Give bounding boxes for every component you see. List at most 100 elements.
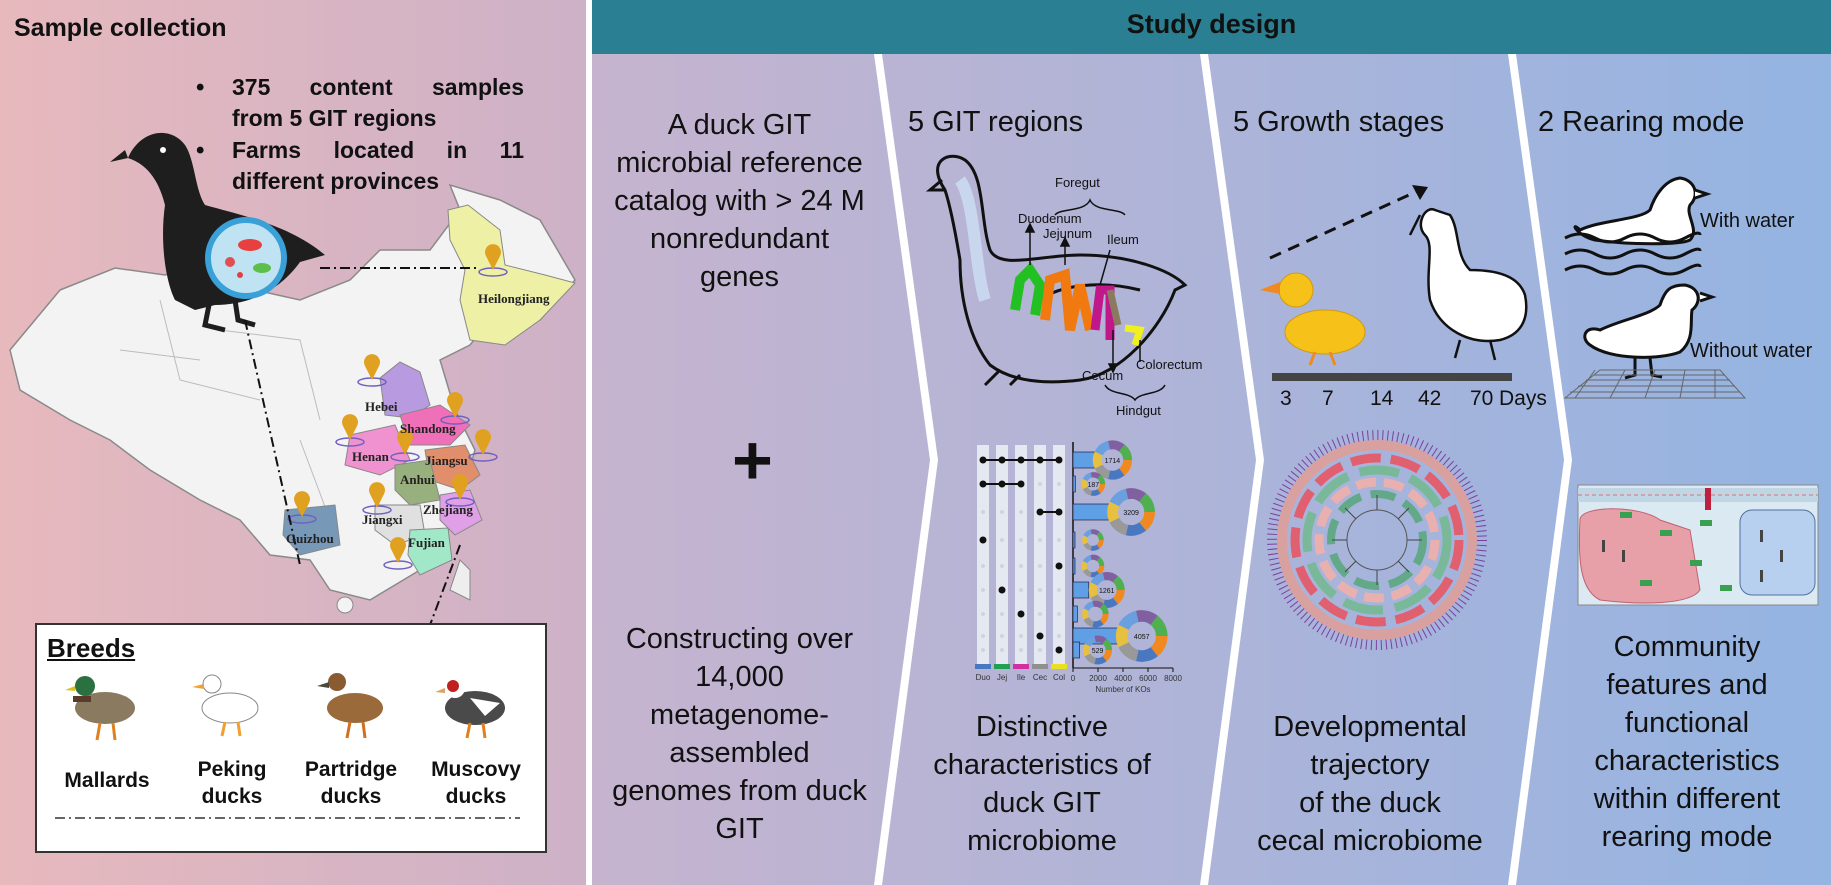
set-dot <box>1017 480 1025 488</box>
set-dot <box>998 456 1006 464</box>
set-dot <box>1038 612 1042 616</box>
bullet-1-dot: • <box>196 74 205 101</box>
bar <box>1072 581 1090 599</box>
donut-slice <box>1150 615 1168 636</box>
duck-silhouette-icon <box>110 132 325 333</box>
set-color-swatch <box>994 664 1010 669</box>
set-label: Ile <box>1017 673 1026 682</box>
set-dot <box>1038 588 1042 592</box>
set-column <box>996 445 1008 667</box>
province-label: Jiangsu <box>425 453 468 468</box>
bullet-1-line2: from 5 GIT regions <box>232 105 437 131</box>
donut-slice <box>1102 638 1113 650</box>
breed-label: Mallards <box>64 769 150 792</box>
province-label: Guizhou <box>286 531 334 546</box>
province-label: Fujian <box>408 535 445 550</box>
x-tick-label: 8000 <box>1164 674 1182 683</box>
province-guizhou <box>282 504 341 556</box>
donut-slice <box>1082 486 1092 496</box>
donut-slice <box>1135 610 1158 625</box>
donut-slice <box>1081 478 1088 490</box>
donut-slice <box>1082 568 1092 578</box>
gut-label-ileum: Ileum <box>1107 232 1139 247</box>
gut-colorectum <box>1124 324 1145 347</box>
bar-value-label: 3209 <box>1123 510 1139 517</box>
set-dot <box>1057 634 1061 638</box>
bar <box>1072 557 1076 575</box>
set-dot <box>1038 538 1042 542</box>
donut-slice <box>1109 517 1129 536</box>
set-dot <box>981 564 985 568</box>
set-color-swatch <box>1051 664 1067 669</box>
set-column <box>1015 445 1027 667</box>
province-label: Jiangxi <box>362 512 403 527</box>
bullet-2-line1: Farms located in 11 <box>232 137 524 163</box>
set-dot <box>1017 610 1025 618</box>
donut-slice <box>1102 572 1118 583</box>
bar <box>1072 605 1078 623</box>
bar-value-label: 529 <box>1092 648 1104 655</box>
set-dot <box>981 634 985 638</box>
set-dot <box>1000 648 1004 652</box>
set-dot <box>1057 538 1061 542</box>
set-dot <box>1038 648 1042 652</box>
gut-jejunum <box>1040 268 1095 332</box>
col2-title: 5 GIT regions <box>908 106 1084 138</box>
province-heilongjiang <box>447 204 576 346</box>
donut-slice <box>1107 501 1120 523</box>
set-dot <box>981 588 985 592</box>
donut-slice <box>1092 451 1103 469</box>
donut-slice <box>1092 619 1104 628</box>
set-label: Cec <box>1033 673 1047 682</box>
donut-slice <box>1097 474 1106 484</box>
x-tick-label: 6000 <box>1139 674 1157 683</box>
set-dot <box>1019 588 1023 592</box>
set-dot <box>981 612 985 616</box>
circular-heatmap <box>1267 430 1487 650</box>
donut-slice <box>1108 468 1125 480</box>
donut-slice <box>1094 656 1107 665</box>
donut-slice <box>1125 488 1146 502</box>
donut-slice <box>1083 643 1091 657</box>
donut-slice <box>1094 440 1111 456</box>
donut-slice <box>1119 460 1133 476</box>
donut-slice <box>1083 542 1092 551</box>
gut-duodenum <box>1010 262 1046 316</box>
donut-slice <box>1090 489 1101 496</box>
donut-slice <box>1102 650 1113 662</box>
gut-label-cecum: Cecum <box>1082 368 1124 383</box>
gut-ileum <box>1090 285 1115 340</box>
donut-slice <box>1139 493 1155 512</box>
x-axis-label: Number of KOs <box>1095 685 1150 694</box>
set-dot <box>1057 588 1061 592</box>
col4-title: 2 Rearing mode <box>1538 106 1745 138</box>
set-dot <box>981 510 985 514</box>
set-dot <box>1057 612 1061 616</box>
days-label: Days <box>1499 387 1547 410</box>
microbiome-icon <box>205 217 287 299</box>
donut-slice <box>1082 472 1092 482</box>
province-label: Henan <box>352 449 389 464</box>
bullet-2-line2: different provinces <box>232 168 440 194</box>
adult-duck-icon <box>1408 208 1528 361</box>
gut-label-duodenum: Duodenum <box>1018 211 1082 226</box>
donut-slice <box>1082 535 1088 545</box>
donut-slice <box>1096 540 1104 549</box>
right-panel <box>592 0 1831 885</box>
set-label: Jej <box>997 673 1007 682</box>
bullet-2-dot: • <box>196 137 205 164</box>
bar-value-label: 1714 <box>1105 458 1121 465</box>
bar <box>1072 475 1076 493</box>
set-dot <box>1000 564 1004 568</box>
standing-duck-icon <box>1583 283 1717 380</box>
peking-duck-icon <box>192 674 259 737</box>
set-label: Duo <box>976 673 991 682</box>
set-dot <box>1019 510 1023 514</box>
